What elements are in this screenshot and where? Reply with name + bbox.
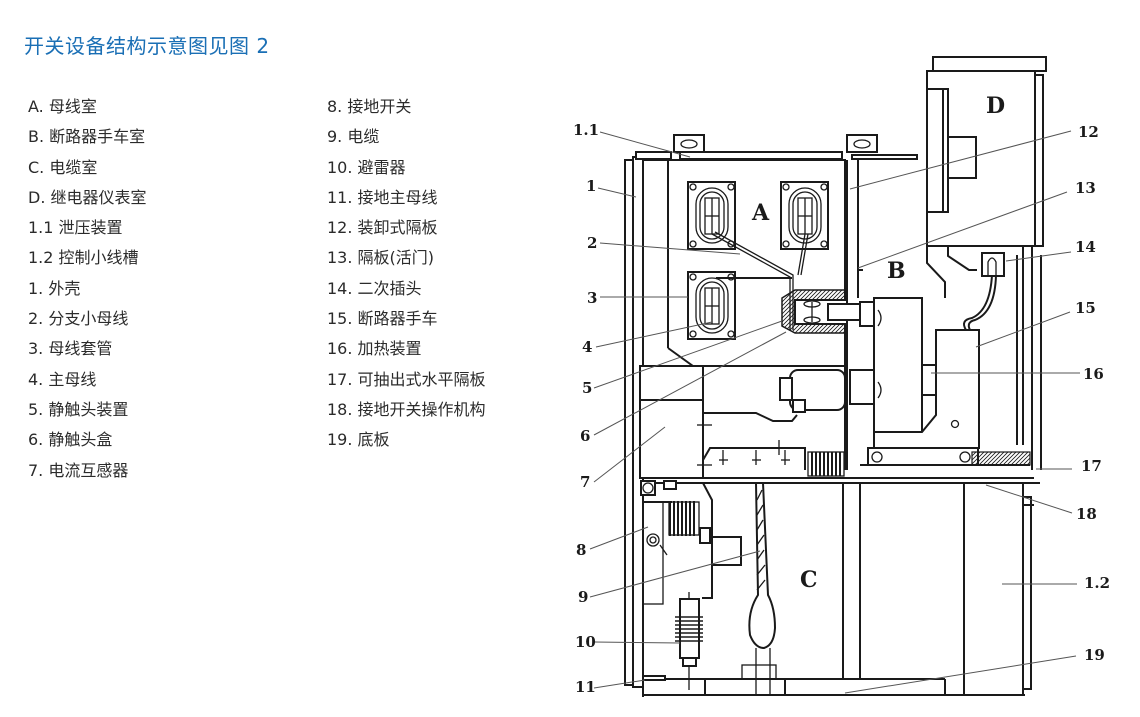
callout-1-1: 1.1 [573, 121, 599, 139]
legend-item: 19. 底板 [327, 430, 390, 450]
callout-15: 15 [1075, 299, 1096, 317]
legend-list-left: A. 母线室 B. 断路器手车室 C. 电缆室 D. 继电器仪表室 1.1 泄压… [28, 95, 147, 489]
withdrawable-partition [971, 451, 1031, 466]
legend-item: 16. 加热装置 [327, 339, 422, 359]
legend-item: C. 电缆室 [28, 157, 98, 177]
legend-item: 6. 静触头盒 [28, 430, 113, 450]
zone-label-a: A [751, 200, 770, 226]
legend-item: 11. 接地主母线 [327, 187, 438, 207]
zone-label-d: D [986, 93, 1005, 119]
contact-box [781, 289, 871, 334]
legend-item: 13. 隔板(活门) [327, 248, 435, 268]
relay-compartment [926, 56, 1047, 470]
legend-item: 12. 装卸式隔板 [327, 218, 438, 238]
callout-12: 12 [1078, 123, 1099, 141]
legend-item: 18. 接地开关操作机构 [327, 399, 486, 419]
callout-10: 10 [575, 633, 596, 651]
cable [741, 482, 777, 695]
earth-bus [642, 675, 666, 681]
current-transformer [639, 365, 846, 479]
legend-item: D. 继电器仪表室 [28, 187, 147, 207]
legend-item: 8. 接地开关 [327, 97, 412, 116]
legend-item: 1.1 泄压装置 [28, 218, 123, 238]
legend-item: B. 断路器手车室 [28, 127, 146, 147]
callout-9: 9 [578, 588, 588, 606]
breaker-truck [849, 274, 1031, 466]
legend-item: 4. 主母线 [28, 369, 97, 389]
legend-item: 14. 二次插头 [327, 278, 422, 298]
callout-1: 1 [586, 177, 596, 195]
legend-item: 7. 电流互感器 [28, 460, 129, 480]
legend-item: 17. 可抽出式水平隔板 [327, 369, 486, 389]
legend-item: 15. 断路器手车 [327, 309, 438, 329]
surge-arrester [675, 592, 703, 690]
zone-label-b: B [887, 258, 906, 284]
callout-13: 13 [1075, 179, 1096, 197]
legend-list-right: 8. 接地开关 9. 电缆 10. 避雷器 11. 接地主母线 12. 装卸式隔… [327, 95, 486, 459]
zone-label-c: C [800, 567, 818, 593]
callout-6: 6 [580, 427, 590, 445]
callout-4: 4 [582, 338, 592, 356]
callout-numbers: 1.1 1 2 3 4 5 6 7 8 9 10 11 12 13 14 15 … [573, 121, 1110, 696]
legend-item: 3. 母线套管 [28, 339, 113, 359]
callout-18: 18 [1076, 505, 1097, 523]
legend-item: 2. 分支小母线 [28, 309, 129, 329]
callout-5: 5 [582, 379, 592, 397]
callout-16: 16 [1083, 365, 1104, 383]
busbar-bushing [687, 181, 736, 250]
callout-7: 7 [580, 473, 590, 491]
heater-coil [807, 451, 845, 477]
legend-item: 9. 电缆 [327, 127, 380, 147]
busbar-bushing [780, 181, 829, 250]
legend-item: 10. 避雷器 [327, 157, 406, 177]
earthing-switch [640, 480, 742, 605]
busbar-bushing [687, 271, 736, 340]
callout-3: 3 [587, 289, 597, 307]
callout-11: 11 [575, 678, 596, 696]
legend-item: 1.2 控制小线槽 [28, 248, 139, 268]
page-title: 开关设备结构示意图见图 2 [24, 34, 270, 58]
legend-item: 1. 外壳 [28, 278, 81, 298]
callout-8: 8 [576, 541, 586, 559]
callout-19: 19 [1084, 646, 1105, 664]
enclosure [624, 134, 1040, 697]
callout-1-2: 1.2 [1084, 574, 1110, 592]
leader-lines [589, 130, 1080, 694]
legend-item: A. 母线室 [28, 97, 97, 116]
legend-item: 5. 静触头装置 [28, 399, 129, 419]
callout-14: 14 [1075, 238, 1096, 256]
callout-17: 17 [1081, 457, 1102, 475]
callout-2: 2 [587, 234, 597, 252]
